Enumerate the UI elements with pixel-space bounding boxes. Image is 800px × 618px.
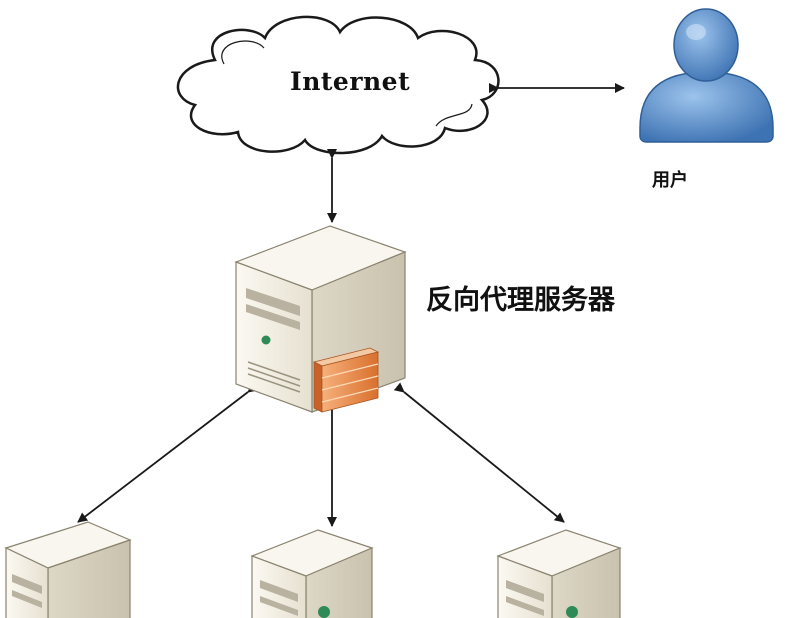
backend-server-left-icon (4, 521, 132, 618)
proxy-backend-left-link (77, 382, 259, 523)
backend-server-right-icon (496, 529, 622, 618)
backend-server-center-icon (250, 529, 374, 618)
proxy-server-label: 反向代理服务器 (426, 285, 615, 316)
user-icon (639, 8, 774, 143)
internet-cloud-icon (176, 15, 500, 155)
user-label: 用户 (652, 170, 688, 191)
internet-label: Internet (290, 67, 411, 96)
proxy-server-icon (234, 225, 407, 413)
firewall-icon (312, 347, 380, 413)
proxy-backend-right-link (393, 382, 565, 523)
